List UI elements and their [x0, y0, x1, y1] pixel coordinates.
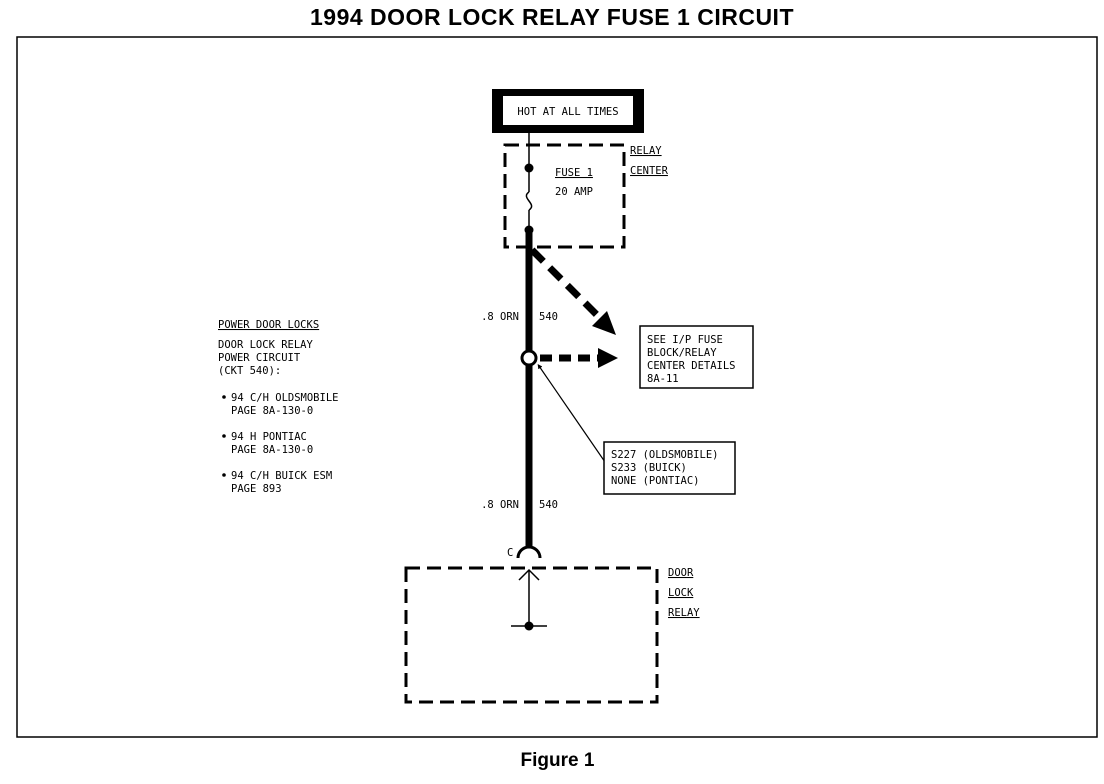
- side-note-ref: PAGE 8A-130-0: [231, 405, 313, 417]
- relay-center-label-2: CENTER: [630, 165, 669, 177]
- door-lock-relay-label-3: RELAY: [668, 607, 700, 619]
- diagram-frame: [16, 36, 1098, 738]
- power-source-box: HOT AT ALL TIMES: [492, 89, 644, 133]
- ip-fuse-note-box: [639, 325, 754, 389]
- page-title: 1994 DOOR LOCK RELAY FUSE 1 CIRCUIT: [310, 4, 794, 30]
- side-note-ref: 94 H PONTIAC: [231, 431, 307, 443]
- side-note-ref: PAGE 8A-130-0: [231, 444, 313, 456]
- splice-note-line: S233 (BUICK): [611, 462, 687, 474]
- dashed-arrow-splice: [540, 348, 618, 368]
- figure-caption: Figure 1: [520, 750, 595, 771]
- side-note-ref: 94 C/H OLDSMOBILE: [231, 392, 338, 404]
- wire-circuit-label: 540: [539, 311, 558, 323]
- dashed-arrow-fuse: [529, 247, 616, 335]
- door-lock-relay-box: [404, 566, 659, 704]
- splice-note-line: NONE (PONTIAC): [611, 475, 700, 487]
- ip-fuse-note-line: CENTER DETAILS: [647, 360, 736, 372]
- side-notes-description: DOOR LOCK RELAY: [218, 339, 314, 351]
- fuse-rating: 20 AMP: [555, 186, 593, 198]
- power-source-label: HOT AT ALL TIMES: [517, 106, 618, 118]
- splice-note-box: [603, 441, 736, 495]
- relay-center-box: [503, 143, 626, 249]
- splice-note-line: S227 (OLDSMOBILE): [611, 449, 718, 461]
- bullet-icon: [222, 395, 226, 399]
- side-note-ref: 94 C/H BUICK ESM: [231, 470, 332, 482]
- door-lock-relay-label-2: LOCK: [668, 587, 694, 599]
- fuse-name: FUSE 1: [555, 167, 593, 179]
- splice-dot: [520, 349, 538, 367]
- wire-circuit-label: 540: [539, 499, 558, 511]
- ip-fuse-note-line: 8A-11: [647, 373, 679, 385]
- connector-symbol: [516, 545, 542, 559]
- fuse-symbol: [524, 133, 534, 235]
- wire-gauge-label: .8 ORN: [481, 311, 519, 323]
- relay-center-label-1: RELAY: [630, 145, 662, 157]
- splice-pointer-line: [537, 364, 606, 463]
- wire-gauge-label: .8 ORN: [481, 499, 519, 511]
- connector-label: C: [507, 547, 513, 559]
- ip-fuse-note-line: SEE I/P FUSE: [647, 334, 723, 346]
- side-notes-heading: POWER DOOR LOCKS: [218, 319, 319, 331]
- ip-fuse-note-line: BLOCK/RELAY: [647, 347, 717, 359]
- side-notes-description: (CKT 540):: [218, 365, 281, 377]
- door-lock-relay-label-1: DOOR: [668, 567, 694, 579]
- bullet-icon: [222, 434, 226, 438]
- relay-internal-wire: [511, 568, 547, 631]
- bullet-icon: [222, 473, 226, 477]
- side-note-ref: PAGE 893: [231, 483, 282, 495]
- side-notes-description: POWER CIRCUIT: [218, 352, 301, 364]
- side-notes: POWER DOOR LOCKS DOOR LOCK RELAY POWER C…: [218, 319, 338, 495]
